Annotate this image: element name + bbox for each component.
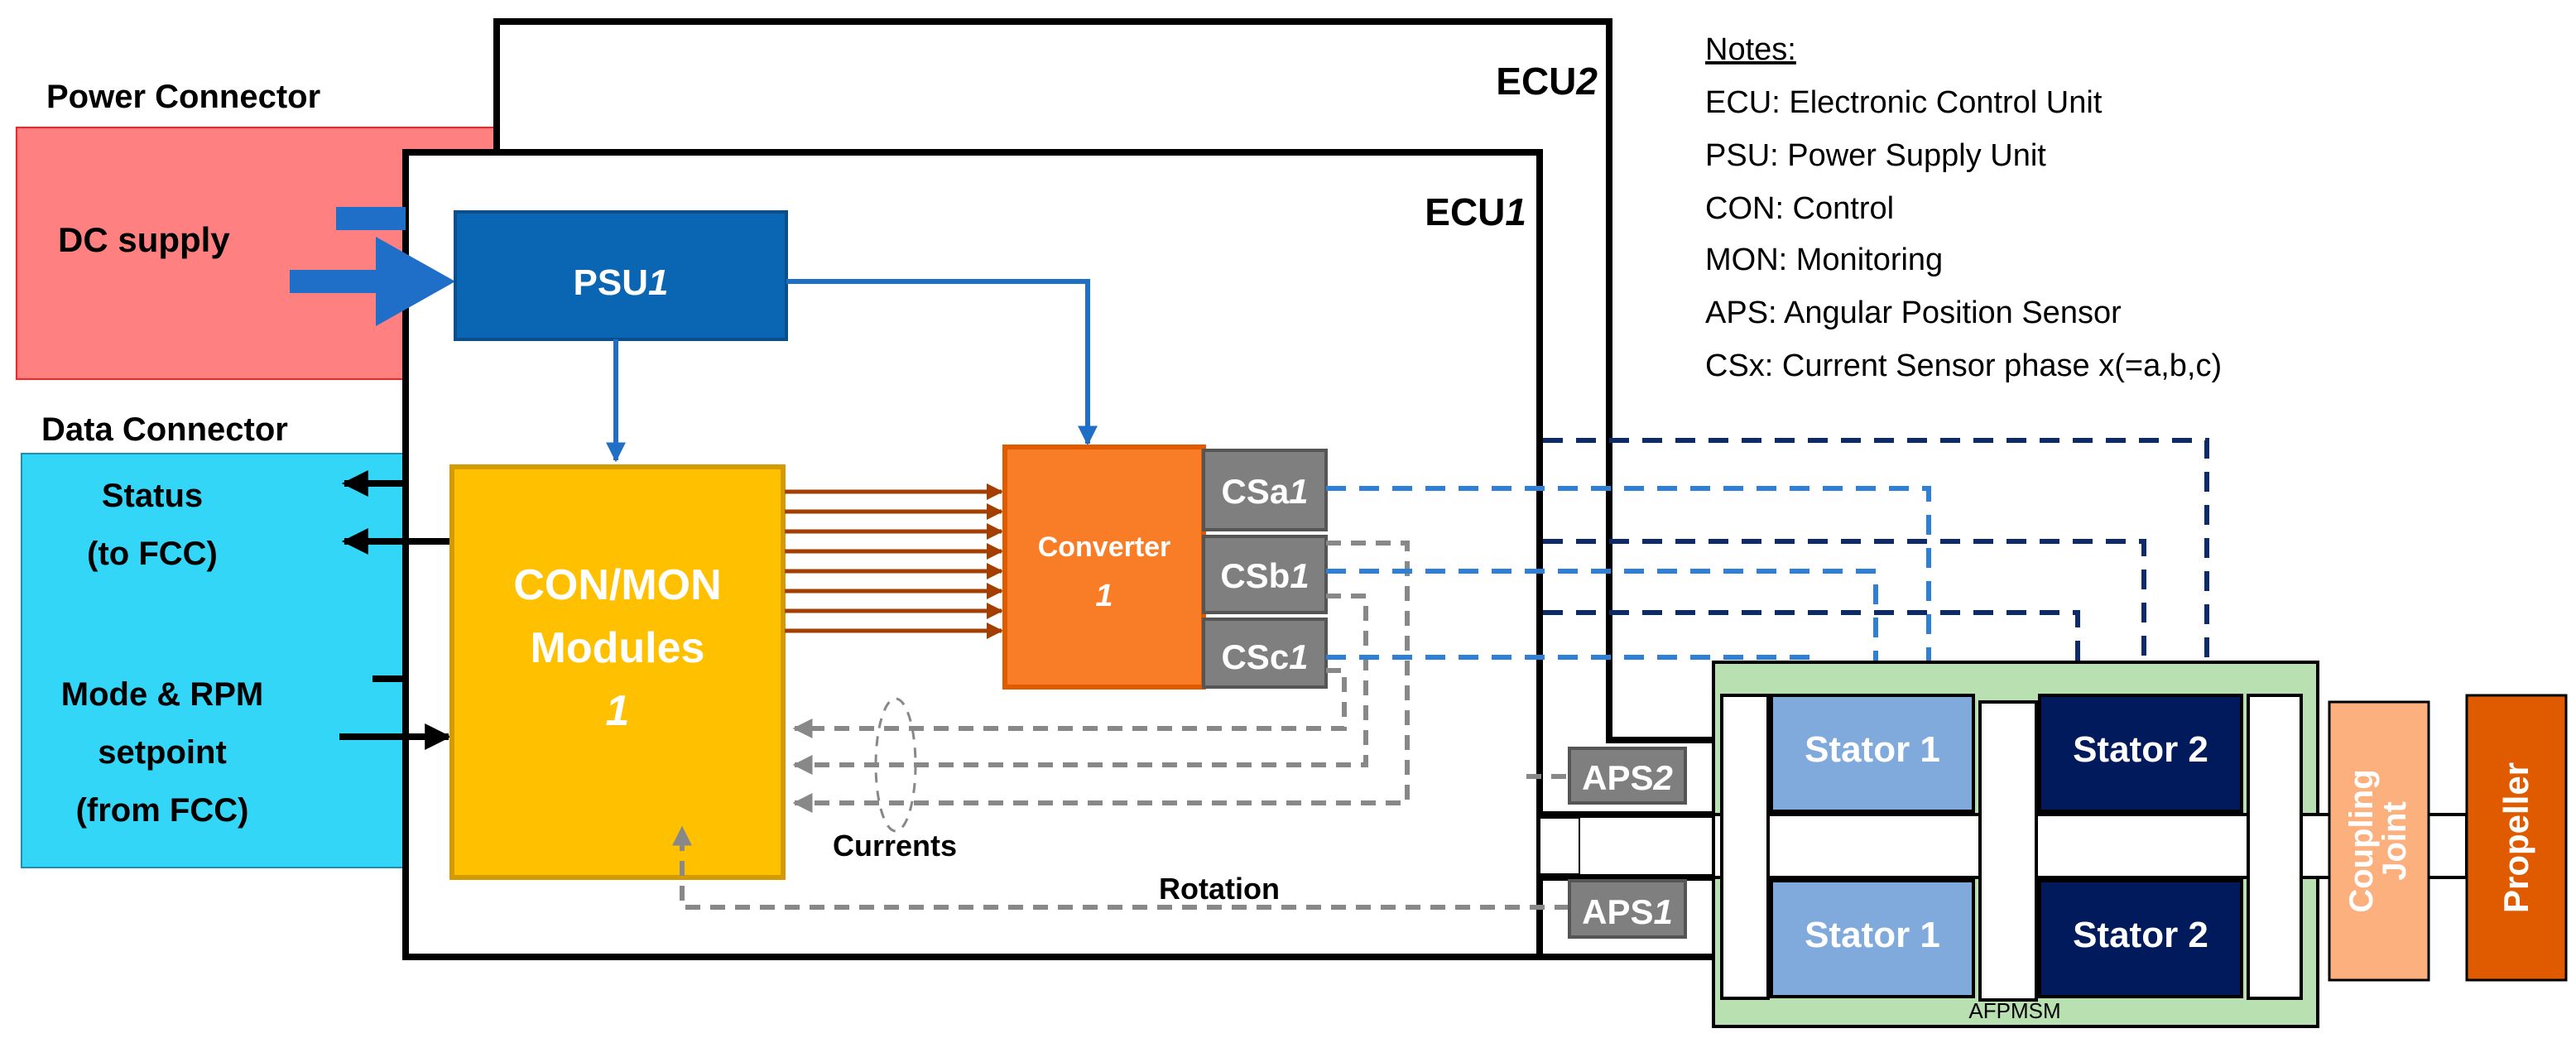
psu-to-converter-arrow (786, 279, 1098, 446)
gate-signal-arrows (785, 483, 1003, 639)
aps2-label: APS2 (1582, 758, 1673, 797)
ecu2-label: ECU2 (1496, 60, 1598, 103)
dc-supply-bar (336, 207, 406, 230)
currents-bundle-ellipse (874, 697, 917, 833)
note-item: CON: Control (1705, 191, 1894, 226)
note-item: MON: Monitoring (1705, 243, 1943, 277)
aps1-label: APS1 (1582, 892, 1673, 931)
stator1-bottom-label: Stator 1 (1805, 915, 1940, 955)
csa1-box (1202, 449, 1328, 531)
rotation-label: Rotation (1159, 872, 1280, 906)
conmon-line2: Modules (531, 624, 705, 672)
propeller-box (2465, 694, 2568, 982)
csc1-label: CSc1 (1221, 637, 1308, 676)
csb-feedback (792, 594, 1368, 775)
from-fcc-label: (from FCC) (76, 792, 249, 829)
csc-feedback (792, 668, 1347, 738)
stator2-bottom-label: Stator 2 (2073, 915, 2208, 955)
csc1-box (1202, 618, 1328, 689)
note-item: ECU: Electronic Control Unit (1705, 85, 2103, 120)
current-sensor-signals (1326, 486, 1939, 698)
conmon-index: 1 (606, 687, 630, 735)
psu1-box (454, 210, 788, 341)
rotor-disc (2247, 694, 2303, 1000)
coupling-joint-box (2328, 700, 2430, 982)
rotor-disc (1720, 694, 1770, 1000)
ecu2-signal-a (1543, 438, 2217, 698)
data-connector-title: Data Connector (41, 411, 288, 448)
propeller-label: Propeller (2497, 762, 2535, 913)
ecu2-signals (1543, 438, 2217, 698)
currents-label: Currents (833, 829, 957, 863)
csa1-label: CSa1 (1221, 472, 1308, 511)
notes-title: Notes: (1705, 32, 1796, 67)
ecu2-signal-b (1543, 539, 2154, 698)
psu1-label: PSU1 (574, 262, 669, 303)
current-feedback-lines (672, 541, 1569, 910)
aps1-box (1568, 879, 1687, 939)
csb1-label: CSb1 (1220, 556, 1309, 595)
dc-supply-arrow (290, 237, 455, 326)
mode-rpm-label: Mode & RPM (61, 676, 263, 713)
status-to-fcc-label: (to FCC) (87, 536, 218, 572)
coupling-label: Coupling (2343, 769, 2380, 912)
status-label: Status (102, 478, 203, 514)
conmon-line1: CON/MON (513, 561, 721, 609)
converter-box (1002, 445, 1206, 690)
csa-signal (1326, 486, 1939, 698)
ecu-shaft-lines (1540, 811, 1713, 960)
csb1-box (1202, 535, 1328, 614)
power-connector-title: Power Connector (46, 79, 320, 115)
notes-legend: Notes: ECU: Electronic Control Unit PSU:… (1705, 32, 2222, 383)
ecu2-signal-c (1543, 610, 2088, 698)
data-connector-box (21, 453, 420, 868)
note-item: PSU: Power Supply Unit (1705, 138, 2046, 173)
converter-label: Converter (1038, 531, 1171, 563)
setpoint-label: setpoint (98, 734, 227, 771)
conmon-box (449, 464, 786, 880)
stator2-top (2038, 694, 2243, 813)
note-item: APS: Angular Position Sensor (1705, 296, 2122, 330)
stator1-top (1770, 694, 1975, 813)
ecu1-label: ECU1 (1425, 190, 1526, 233)
note-item: CSx: Current Sensor phase x(=a,b,c) (1705, 348, 2222, 383)
csa-feedback (792, 541, 1410, 813)
aps2-box (1568, 747, 1687, 805)
stator1-top-label: Stator 1 (1805, 729, 1940, 770)
stator1-bottom (1770, 879, 1975, 998)
stator2-top-label: Stator 2 (2073, 729, 2208, 770)
dc-supply-label: DC supply (58, 220, 230, 259)
stator2-bottom (2038, 879, 2243, 998)
converter-index: 1 (1095, 579, 1113, 613)
joint-label: Joint (2377, 801, 2413, 881)
rotor-disc (1978, 700, 2038, 1002)
csb-signal (1326, 569, 1886, 698)
afpmsm-label: AFPMSM (1968, 998, 2060, 1023)
